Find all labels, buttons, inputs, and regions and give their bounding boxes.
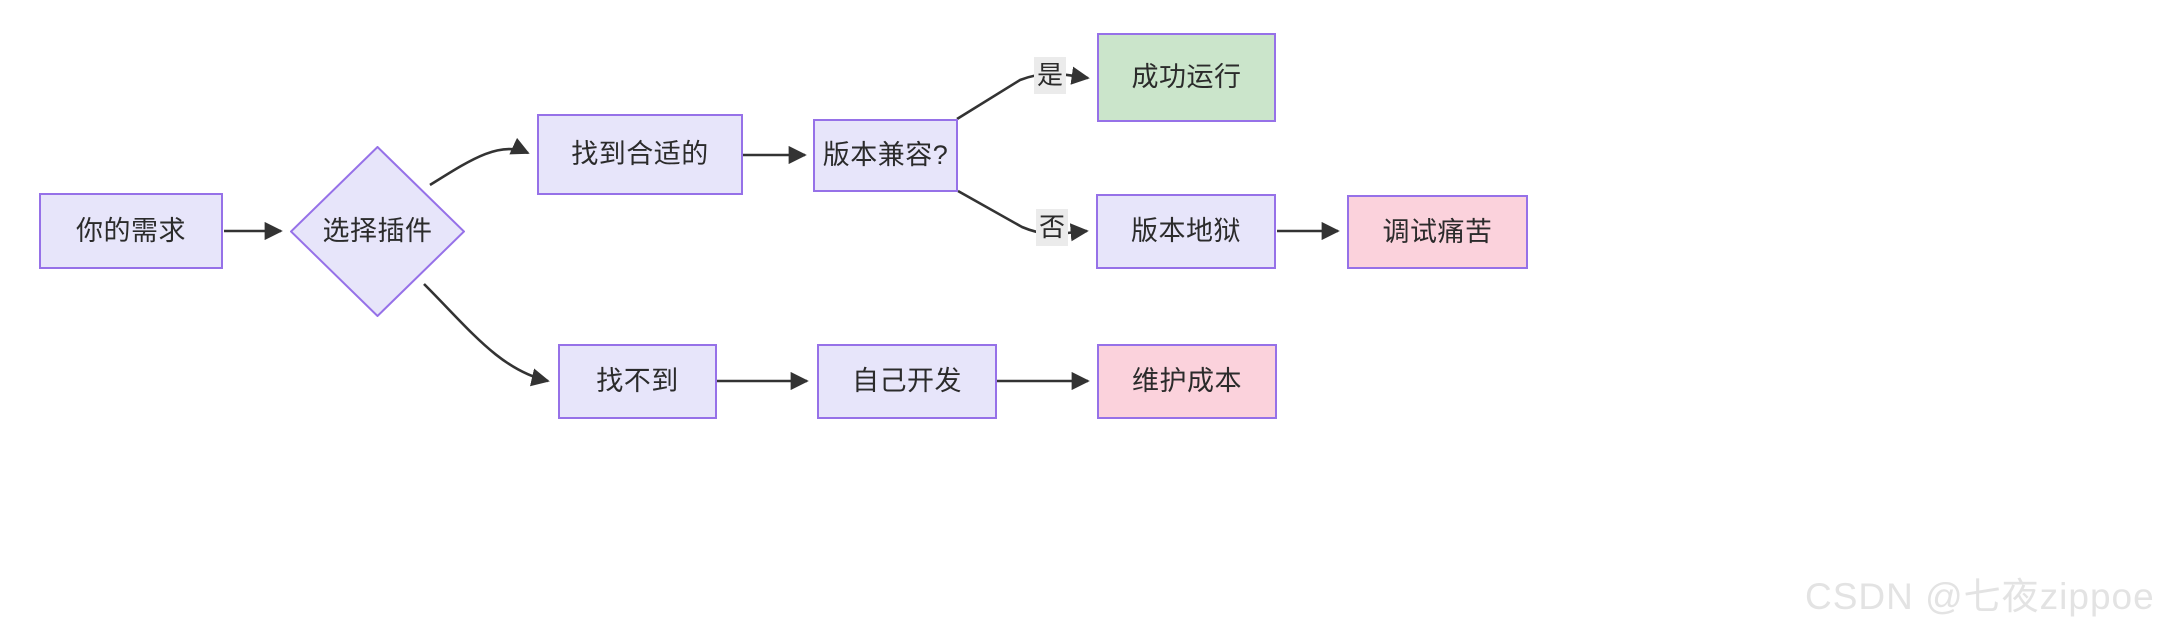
node-debugpain[interactable]: 调试痛苦 (1347, 195, 1528, 269)
node-choose-label: 选择插件 (322, 216, 433, 246)
node-selfdev-label: 自己开发 (852, 366, 962, 396)
node-verhell-label: 版本地狱 (1131, 216, 1241, 246)
node-maintcost-label: 维护成本 (1132, 366, 1242, 396)
node-notfound-label: 找不到 (596, 366, 679, 396)
node-found-label: 找到合适的 (571, 139, 709, 169)
diamond-shape (290, 146, 465, 317)
node-success[interactable]: 成功运行 (1097, 33, 1276, 122)
node-notfound[interactable]: 找不到 (558, 344, 717, 419)
edge-label-no: 否 (1036, 209, 1069, 246)
node-success-label: 成功运行 (1131, 62, 1242, 92)
edge-compat-to-success (956, 66, 1090, 121)
node-verhell[interactable]: 版本地狱 (1096, 194, 1276, 269)
node-maintcost[interactable]: 维护成本 (1097, 344, 1277, 419)
node-found[interactable]: 找到合适的 (537, 114, 743, 195)
node-choose[interactable]: 选择插件 (290, 146, 465, 317)
node-need[interactable]: 你的需求 (39, 193, 223, 269)
node-need-label: 你的需求 (76, 215, 186, 246)
node-selfdev[interactable]: 自己开发 (817, 344, 997, 419)
csdn-watermark: CSDN @七夜zippoe (1805, 576, 2155, 617)
node-debugpain-label: 调试痛苦 (1382, 216, 1493, 247)
node-compat[interactable]: 版本兼容? (813, 119, 958, 192)
node-compat-label: 版本兼容? (822, 140, 949, 170)
edge-label-yes: 是 (1034, 57, 1067, 94)
